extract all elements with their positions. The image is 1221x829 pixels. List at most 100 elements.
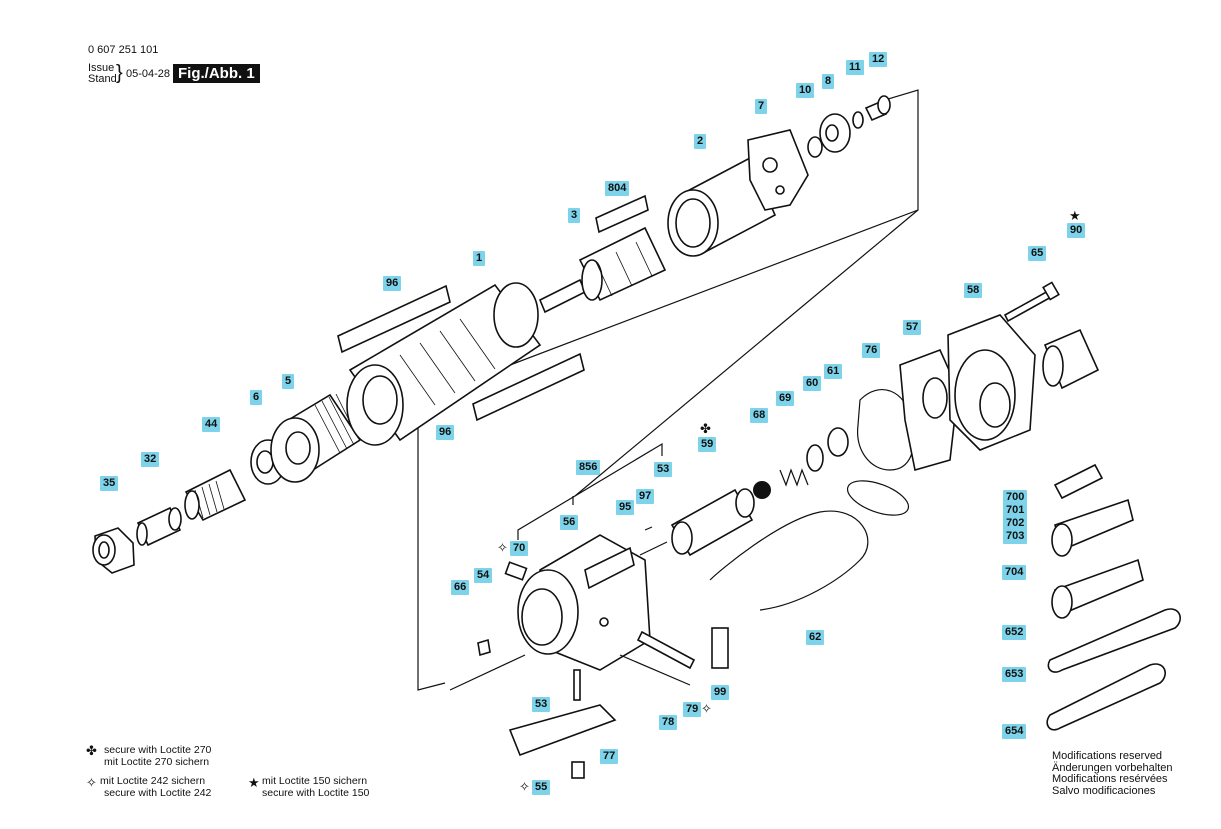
- legend-loctite150-en: secure with Loctite 150: [262, 787, 370, 799]
- callout-76: 76: [862, 343, 881, 358]
- housing-1: [346, 282, 542, 446]
- label-strip-804: [595, 194, 649, 234]
- collet-nut-35: [92, 527, 135, 574]
- legend-loctite242-en: secure with Loctite 242: [104, 787, 212, 799]
- callout-1: 1: [473, 251, 486, 266]
- ball-68: [753, 481, 771, 499]
- pin-78: [619, 654, 691, 686]
- part-54: [477, 638, 491, 657]
- legend-loctite150-de: mit Loctite 150 sichern: [262, 775, 368, 787]
- callout-654: 654: [1002, 724, 1027, 739]
- sparkle-icon: ✧: [519, 779, 530, 794]
- seal-76: [857, 389, 915, 471]
- callout-57: 57: [903, 320, 922, 335]
- label-99: [711, 627, 729, 669]
- callout-703: 703: [1003, 529, 1028, 544]
- wrench-653: [1047, 608, 1181, 673]
- modifications-fr: Modifications resérvées: [1052, 773, 1168, 785]
- issue-label: Issue: [88, 62, 115, 74]
- valve-59: [670, 488, 755, 557]
- threaded-sleeve-44: [184, 468, 247, 522]
- screw-12: [864, 95, 891, 122]
- modifications-notice: Modifications reserved Änderungen vorbeh…: [1052, 750, 1173, 797]
- clover-icon: ✤: [700, 421, 711, 436]
- label-strip-96-lower: [472, 352, 585, 422]
- label-strip-96-upper: [337, 284, 451, 354]
- callout-69: 69: [776, 391, 795, 406]
- callout-8: 8: [822, 74, 835, 89]
- callout-60: 60: [803, 376, 822, 391]
- legend-loctite270-en: secure with Loctite 270: [104, 744, 212, 756]
- callout-62: 62: [806, 630, 825, 645]
- callout-96-upper: 96: [383, 276, 402, 291]
- legend-loctite242-de: mit Loctite 242 sichern: [100, 775, 206, 787]
- bearing-8: [819, 113, 851, 153]
- end-cap-5: [270, 393, 362, 483]
- callout-53-lower: 53: [532, 697, 551, 712]
- rotor-3: [538, 226, 667, 314]
- callout-35: 35: [100, 476, 119, 491]
- legend-loctite270-de: mit Loctite 270 sichern: [104, 756, 210, 768]
- pin-53: [573, 669, 581, 701]
- callout-5: 5: [282, 374, 295, 389]
- callout-704: 704: [1002, 565, 1027, 580]
- callout-68: 68: [750, 408, 769, 423]
- fitting-700: [1053, 463, 1104, 500]
- modifications-de: Änderungen vorbehalten: [1052, 761, 1173, 774]
- ring-6: [250, 439, 286, 485]
- issue-date: 05-04-28: [126, 68, 171, 80]
- callout-96-lower: 96: [436, 425, 455, 440]
- callout-54: 54: [474, 568, 493, 583]
- callout-95: 95: [616, 500, 635, 515]
- part-70: [504, 561, 528, 581]
- ring-61: [827, 427, 849, 457]
- shim-10: [807, 136, 823, 158]
- callout-653: 653: [1002, 667, 1027, 682]
- hose-62: [709, 510, 869, 611]
- callout-7: 7: [755, 99, 768, 114]
- end-plate-7: [747, 129, 809, 211]
- callout-856: 856: [576, 460, 601, 475]
- callout-61: 61: [824, 364, 843, 379]
- callout-77: 77: [600, 749, 619, 764]
- star-icon: ★: [1069, 208, 1081, 223]
- figure-label: Fig./Abb. 1: [173, 64, 260, 83]
- callout-10: 10: [796, 83, 815, 98]
- callout-12: 12: [869, 52, 888, 67]
- callout-3: 3: [568, 208, 581, 223]
- callout-2: 2: [694, 134, 707, 149]
- callout-804: 804: [605, 181, 630, 196]
- fitting-704: [1051, 498, 1134, 557]
- callout-58: 58: [964, 283, 983, 298]
- sparkle-icon: ✧: [701, 701, 712, 716]
- screw-79: [636, 630, 696, 670]
- sparkle-icon: ✧: [497, 540, 508, 555]
- rod-66: [449, 654, 526, 691]
- washer-11: [852, 111, 864, 129]
- filter-60: [806, 444, 824, 472]
- callout-66: 66: [451, 580, 470, 595]
- star-icon: ★: [248, 775, 260, 790]
- wrench-654: [1046, 663, 1166, 731]
- callout-652: 652: [1002, 625, 1027, 640]
- callout-32: 32: [141, 452, 160, 467]
- callout-65: 65: [1028, 246, 1047, 261]
- callout-6: 6: [250, 390, 263, 405]
- collet-32: [136, 506, 182, 547]
- modifications-es: Salvo modificaciones: [1052, 784, 1156, 797]
- callout-44: 44: [202, 417, 221, 432]
- brace: }: [116, 62, 123, 84]
- stand-label: Stand: [88, 73, 117, 85]
- callout-59: 59: [698, 437, 717, 452]
- fitting-652: [1051, 558, 1144, 619]
- group-frame: [417, 89, 919, 691]
- lever-77: [508, 704, 617, 757]
- inlet-fitting-90: [1042, 328, 1100, 390]
- callout-99: 99: [711, 685, 730, 700]
- screw-55: [571, 761, 585, 779]
- spring-69: [779, 468, 809, 487]
- bolt-65: [1003, 288, 1055, 323]
- callout-97: 97: [636, 489, 655, 504]
- callout-78: 78: [659, 715, 678, 730]
- clover-icon: ✤: [86, 743, 97, 758]
